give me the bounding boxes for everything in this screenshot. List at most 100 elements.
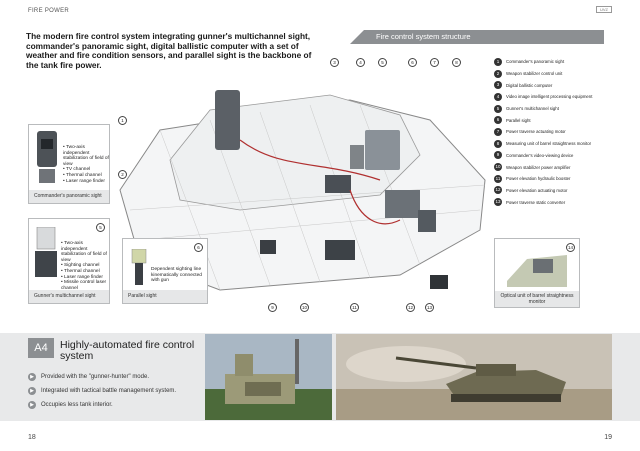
- legend-number: 9: [494, 151, 502, 160]
- gunner-feature: Thermal channel: [61, 269, 109, 275]
- diagram-marker-1: 1: [118, 116, 127, 125]
- legend-label: Weapon stabilizer power amplifier: [506, 164, 571, 170]
- legend-item: 11 Power elevation hydraulic booster: [494, 173, 624, 185]
- legend-number: 11: [494, 174, 502, 183]
- diagram-marker-10: 10: [300, 303, 309, 312]
- legend-number: 10: [494, 163, 502, 172]
- header-section-tag: FIRE POWER: [28, 8, 70, 14]
- diagram-marker-2: 2: [118, 170, 127, 179]
- legend-label: Parallel sight: [506, 117, 531, 123]
- play-icon: ▶: [28, 401, 36, 409]
- gunner-callout-number: 5: [96, 223, 105, 232]
- legend-label: Weapon stabilizer control unit: [506, 71, 563, 77]
- legend-item: 5 Gunner's multichannel sight: [494, 103, 624, 115]
- parallel-sight-image: [131, 249, 147, 285]
- commander-sight-features: Two-axis independent stabilization of fi…: [63, 145, 109, 184]
- legend-number: 5: [494, 104, 502, 113]
- parallel-sight-description: Dependent sighting line kinematically co…: [151, 267, 202, 284]
- commander-feature: TV channel: [63, 167, 109, 173]
- barrel-monitor-caption: Optical unit of barrel straightness moni…: [495, 291, 579, 307]
- diagram-marker-7: 7: [430, 58, 439, 67]
- tank-firing-photo: [336, 334, 612, 420]
- gunner-feature: Sighting channel: [61, 263, 109, 269]
- legend-label: Power traverse actuating motor: [506, 129, 566, 135]
- commander-sight-image: [37, 131, 57, 183]
- legend-label: Digital ballistic computer: [506, 82, 553, 88]
- legend-label: Commander's video-viewing device: [506, 152, 574, 158]
- diagram-marker-9: 9: [268, 303, 277, 312]
- play-icon: ▶: [28, 373, 36, 381]
- parallel-sight-caption: Parallel sight: [123, 290, 207, 303]
- gunner-feature: Two-axis independent stabilization of fi…: [61, 241, 109, 263]
- diagram-marker-13: 13: [425, 303, 434, 312]
- legend-label: Commander's panoramic sight: [506, 59, 565, 65]
- legend-item: 6 Parallel sight: [494, 114, 624, 126]
- structure-title: Fire control system structure: [350, 30, 604, 44]
- diagram-marker-4: 4: [356, 58, 365, 67]
- feature-item: ▶ Integrated with tactical battle manage…: [28, 384, 176, 398]
- legend-item: 7 Power traverse actuating motor: [494, 126, 624, 138]
- legend-label: Power traverse static converter: [506, 199, 566, 205]
- section-tag-a4: A4: [28, 338, 54, 358]
- turret-photo: [205, 334, 332, 420]
- legend-label: Power elevation hydraulic booster: [506, 176, 571, 182]
- legend-item: 8 Measuring unit of barrel straightness m…: [494, 138, 624, 150]
- legend-number: 12: [494, 186, 502, 195]
- amplifier-model: [385, 190, 420, 218]
- legend-label: Video image intelligent processing equip…: [506, 94, 593, 100]
- barrel-callout-number: 14: [566, 243, 575, 252]
- legend-item: 3 Digital ballistic computer: [494, 79, 624, 91]
- parallel-sight-model: [260, 240, 276, 254]
- legend-item: 10 Weapon stabilizer power amplifier: [494, 161, 624, 173]
- feature-item: ▶ Provided with the "gunner-hunter" mode…: [28, 370, 176, 384]
- legend-number: 2: [494, 69, 502, 78]
- legend-number: 8: [494, 139, 502, 148]
- ballistic-computer-model: [350, 145, 364, 169]
- commander-feature: Two-axis independent stabilization of fi…: [63, 145, 109, 167]
- legend-label: Gunner's multichannel sight: [506, 106, 559, 112]
- feature-item: ▶ Occupies less tank interior.: [28, 398, 176, 412]
- diagram-marker-12: 12: [406, 303, 415, 312]
- diagram-marker-11: 11: [350, 303, 359, 312]
- gunner-sight-model: [215, 90, 240, 150]
- play-icon: ▶: [28, 387, 36, 395]
- gunner-feature: Laser range finder: [61, 275, 109, 281]
- gunner-sight-callout: 5 Two-axis independent stabilization of …: [28, 218, 110, 304]
- hydraulic-booster-model: [418, 210, 436, 232]
- commander-feature: Laser range finder: [63, 179, 109, 185]
- legend-number: 3: [494, 81, 502, 90]
- diagram-marker-6: 6: [408, 58, 417, 67]
- parallel-callout-number: 6: [194, 243, 203, 252]
- barrel-monitor-model: [365, 130, 400, 170]
- feature-text: Occupies less tank interior.: [41, 402, 113, 408]
- feature-text: Provided with the "gunner-hunter" mode.: [41, 374, 149, 380]
- barrel-monitor-callout: 14 Optical unit of barrel straightness m…: [494, 238, 580, 308]
- legend-label: Power elevation actuating motor: [506, 187, 568, 193]
- legend-number: 7: [494, 127, 502, 136]
- gunner-sight-image: [35, 227, 57, 277]
- legend-item: 2 Weapon stabilizer control unit: [494, 68, 624, 80]
- feature-list: ▶ Provided with the "gunner-hunter" mode…: [28, 370, 176, 412]
- gunner-sight-features: Two-axis independent stabilization of fi…: [61, 241, 109, 291]
- parallel-sight-callout: 6 Dependent sighting line kinematically …: [122, 238, 208, 304]
- legend-number: 1: [494, 57, 502, 66]
- gunner-feature: Missile control laser channel: [61, 280, 109, 291]
- legend-label: Measuring unit of barrel straightness mo…: [506, 141, 592, 147]
- diagram-marker-3: 3: [330, 58, 339, 67]
- converter-model: [430, 275, 448, 289]
- commander-sight-caption: Commander's panoramic sight: [29, 190, 109, 203]
- video-device-model: [325, 240, 355, 260]
- intro-text: The modern fire control system integrati…: [26, 31, 312, 70]
- page-number-left: 18: [28, 434, 36, 441]
- feature-text: Integrated with tactical battle manageme…: [41, 388, 177, 394]
- legend-item: 12 Power elevation actuating motor: [494, 185, 624, 197]
- page-number-right: 19: [604, 434, 612, 441]
- stabilizer-unit-model: [325, 175, 351, 193]
- header-logo: UVZ: [596, 6, 612, 13]
- legend-item: 1 Commander's panoramic sight: [494, 56, 624, 68]
- legend-number: 6: [494, 116, 502, 125]
- bottom-title: Highly-automated fire control system: [60, 339, 195, 362]
